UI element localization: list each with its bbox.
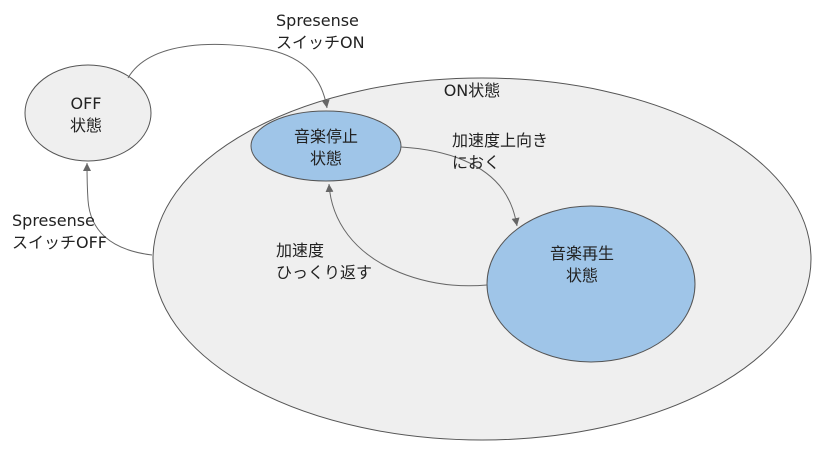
switch-on-label-line1: Spresense: [276, 11, 359, 30]
off-state-ellipse: [24, 64, 152, 162]
on-state-label: ON状態: [444, 81, 501, 100]
flip-back-arrow: [325, 183, 488, 287]
stopped-state-label-line1: 音楽停止: [294, 127, 358, 146]
switch-on-arrow: [127, 43, 330, 109]
off-state-label-line1: OFF: [71, 94, 102, 113]
switch-off-arrow: [83, 162, 153, 256]
switch-off-label-line1: Spresense: [12, 211, 95, 230]
switch-on-label-line2: スイッチON: [276, 33, 365, 52]
face-up-label-line1: 加速度上向き: [452, 131, 548, 150]
switch-off-label-line2: スイッチOFF: [12, 233, 107, 252]
off-state-label-line2: 状態: [70, 116, 102, 135]
playing-state-ellipse: [486, 205, 696, 363]
stopped-state-ellipse: [250, 110, 402, 182]
playing-state-label-line2: 状態: [566, 266, 598, 285]
face-up-label-line2: におく: [452, 153, 500, 172]
face-up-arrow: [400, 146, 520, 227]
playing-state-label-line1: 音楽再生: [550, 244, 614, 263]
stopped-state-label-line2: 状態: [310, 149, 342, 168]
flip-back-label-line2: ひっくり返す: [276, 263, 372, 282]
flip-back-label-line1: 加速度: [276, 241, 324, 260]
